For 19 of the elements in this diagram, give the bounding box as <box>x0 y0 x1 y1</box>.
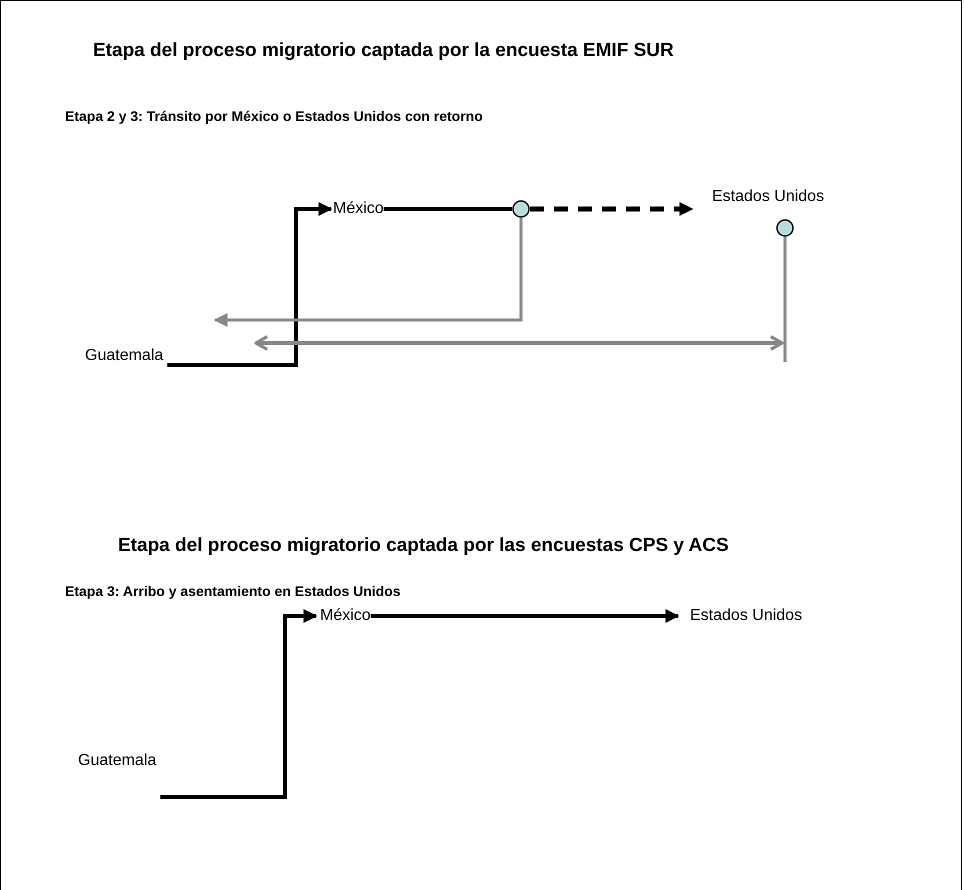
arrow <box>167 202 332 367</box>
arrow <box>370 609 680 623</box>
place-label: México <box>333 200 384 218</box>
place-label: México <box>320 607 371 625</box>
heading: Etapa 2 y 3: Tránsito por México o Estados Unidos con retorno <box>65 108 483 124</box>
arrow <box>530 202 694 216</box>
stage-circle <box>512 200 530 218</box>
place-label: Estados Unidos <box>690 607 802 625</box>
place-label: Estados Unidos <box>712 188 824 206</box>
title: Etapa del proceso migratorio captada por la encuesta EMIF SUR <box>93 40 674 62</box>
stage-circle <box>776 219 794 237</box>
place-label: Guatemala <box>78 752 156 770</box>
arrow <box>160 609 318 799</box>
place-label: Guatemala <box>85 347 164 365</box>
connector-line <box>384 207 512 211</box>
connector-line <box>784 237 786 362</box>
arrow <box>214 218 522 327</box>
heading: Etapa 3: Arribo y asentamiento en Estados Unidos <box>65 583 401 599</box>
heading: Etapa del proceso migratorio captada por las encuestas CPS y ACS <box>118 535 729 557</box>
